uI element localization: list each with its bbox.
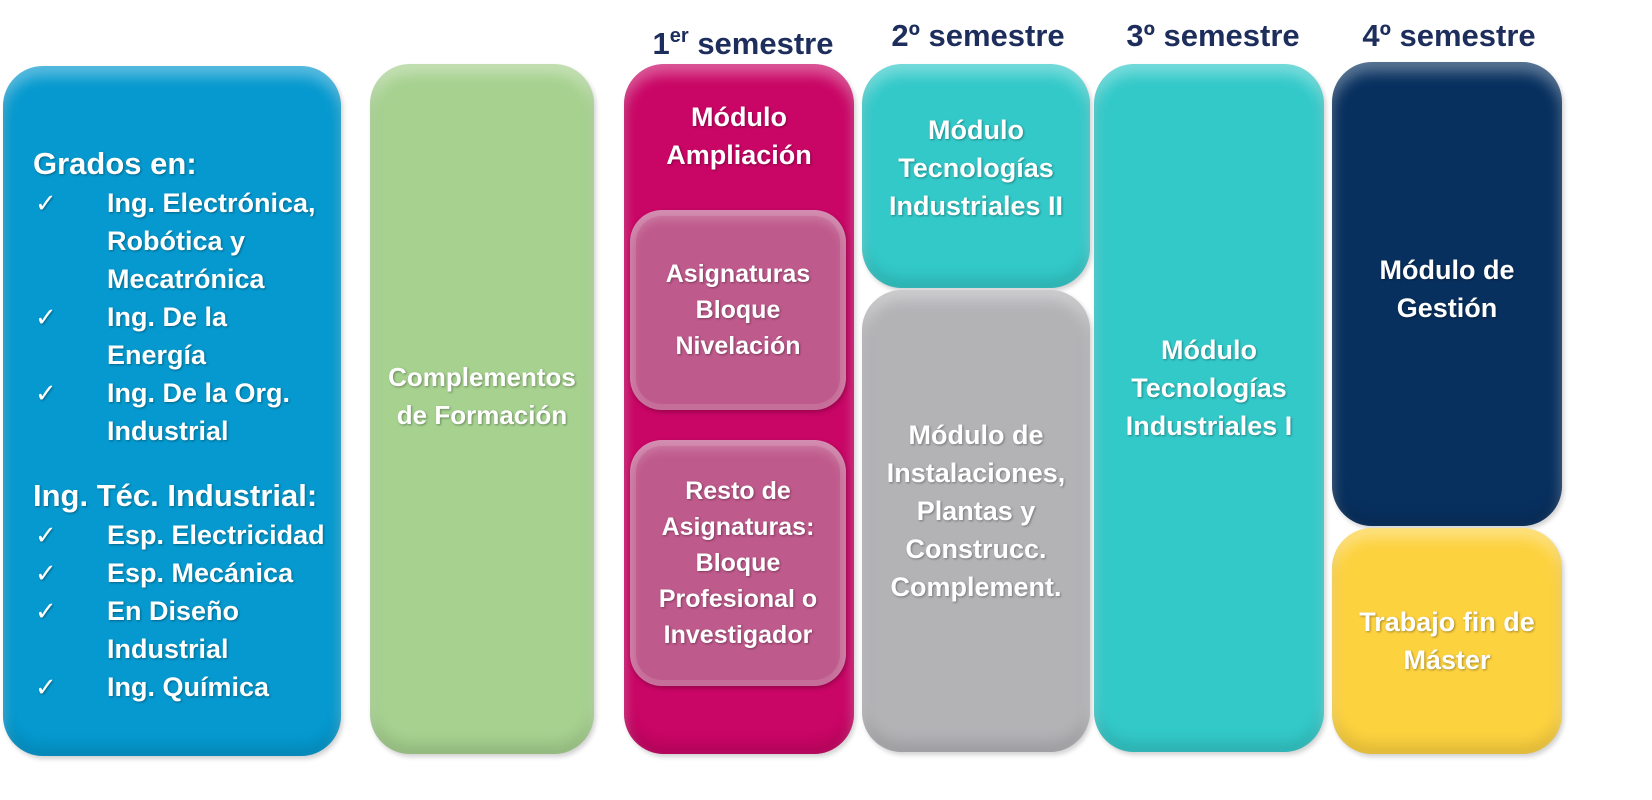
tecnica-title: Ing. Téc. Industrial: [33, 478, 318, 513]
grados-title: Grados en: [33, 146, 197, 181]
ampliacion-line: Módulo [691, 102, 787, 132]
header-semester-1-word: semestre [697, 26, 834, 61]
tecnica-item-line: En Diseño [107, 596, 240, 626]
header-semester-1: 1er semestre [628, 14, 858, 61]
tec1-line: Industriales I [1125, 411, 1293, 441]
header-semester-3: 3º semestre [1126, 18, 1300, 53]
prior-degrees-panel: Grados en: ✓ Ing. Electrónica, Robótica y M… [3, 66, 341, 756]
checkmark-icon: ✓ [35, 378, 57, 408]
checkmark-icon: ✓ [35, 558, 57, 588]
grados-item: ✓ Ing. Electrónica, Robótica y Mecatrónica [33, 184, 331, 298]
instalaciones-line: Módulo de [908, 420, 1044, 450]
checkmark-icon: ✓ [35, 596, 57, 626]
trabajo-fin-master-block: Trabajo fin de Máster [1332, 528, 1562, 754]
resto-line: Resto de [685, 477, 791, 505]
tecnica-item-line: Esp. Mecánica [107, 558, 294, 588]
grados-item-line: Industrial [107, 416, 229, 446]
header-semester-1-sup: er [669, 25, 689, 47]
tec1-line: Módulo [1161, 335, 1257, 365]
resto-line: Asignaturas: [661, 513, 815, 541]
grados-item: ✓ Ing. De la Org. Industrial [33, 374, 331, 450]
resto-line: Bloque [695, 549, 781, 577]
header-semester-2: 2º semestre [891, 18, 1065, 53]
tecnica-item: ✓ Esp. Electricidad [33, 516, 331, 554]
grados-item-line: Robótica y [107, 226, 246, 256]
tfm-line: Trabajo fin de [1359, 607, 1535, 637]
tecnica-list: ✓ Esp. Electricidad ✓ Esp. Mecánica ✓ En Dise… [33, 516, 331, 706]
instalaciones-line: Complement. [890, 572, 1062, 602]
resto-line: Investigador [663, 621, 813, 649]
grados-item: ✓ Ing. De la Energía [33, 298, 331, 374]
grados-item-line: Ing. Electrónica, [107, 188, 316, 218]
complementos-formacion-block: Complementos de Formación [370, 64, 594, 754]
checkmark-icon: ✓ [35, 302, 57, 332]
resto-line: Profesional o [658, 585, 818, 613]
modulo-instalaciones-block: Módulo de Instalaciones, Plantas y Construc… [862, 290, 1090, 752]
header-semester-1-number: 1 [652, 26, 670, 61]
checkmark-icon: ✓ [35, 188, 57, 218]
complementos-line: Complementos [388, 362, 576, 392]
instalaciones-line: Plantas y [916, 496, 1036, 526]
modulo-gestion-block: Módulo de Gestión [1332, 62, 1562, 526]
tecnica-item: ✓ Ing. Química [33, 668, 331, 706]
tec1-line: Tecnologías [1131, 373, 1287, 403]
tecnica-item-line: Industrial [107, 634, 229, 664]
grados-item-line: Ing. De la Org. [107, 378, 291, 408]
gestion-line: Gestión [1396, 293, 1498, 323]
tec2-line: Industriales II [888, 191, 1064, 221]
nivelacion-line: Asignaturas [665, 260, 811, 288]
tfm-line: Máster [1403, 645, 1491, 675]
instalaciones-line: Instalaciones, [886, 458, 1066, 488]
checkmark-icon: ✓ [35, 520, 57, 550]
tecnica-item-line: Ing. Química [107, 672, 270, 702]
nivelacion-line: Nivelación [675, 332, 801, 360]
instalaciones-line: Construcc. [905, 534, 1047, 564]
grados-item-line: Ing. De la Energía [107, 302, 228, 370]
tec2-line: Módulo [928, 115, 1024, 145]
tecnica-item-line: Esp. Electricidad [107, 520, 325, 550]
header-semester-4: 4º semestre [1362, 18, 1536, 53]
checkmark-icon: ✓ [35, 672, 57, 702]
ampliacion-line: Ampliación [666, 140, 812, 170]
gestion-line: Módulo de [1379, 255, 1515, 285]
nivelacion-line: Bloque [695, 296, 781, 324]
complementos-line: de Formación [396, 400, 568, 430]
tecnica-item: ✓ Esp. Mecánica [33, 554, 331, 592]
tec2-line: Tecnologías [898, 153, 1054, 183]
grados-item-line: Mecatrónica [107, 264, 265, 294]
